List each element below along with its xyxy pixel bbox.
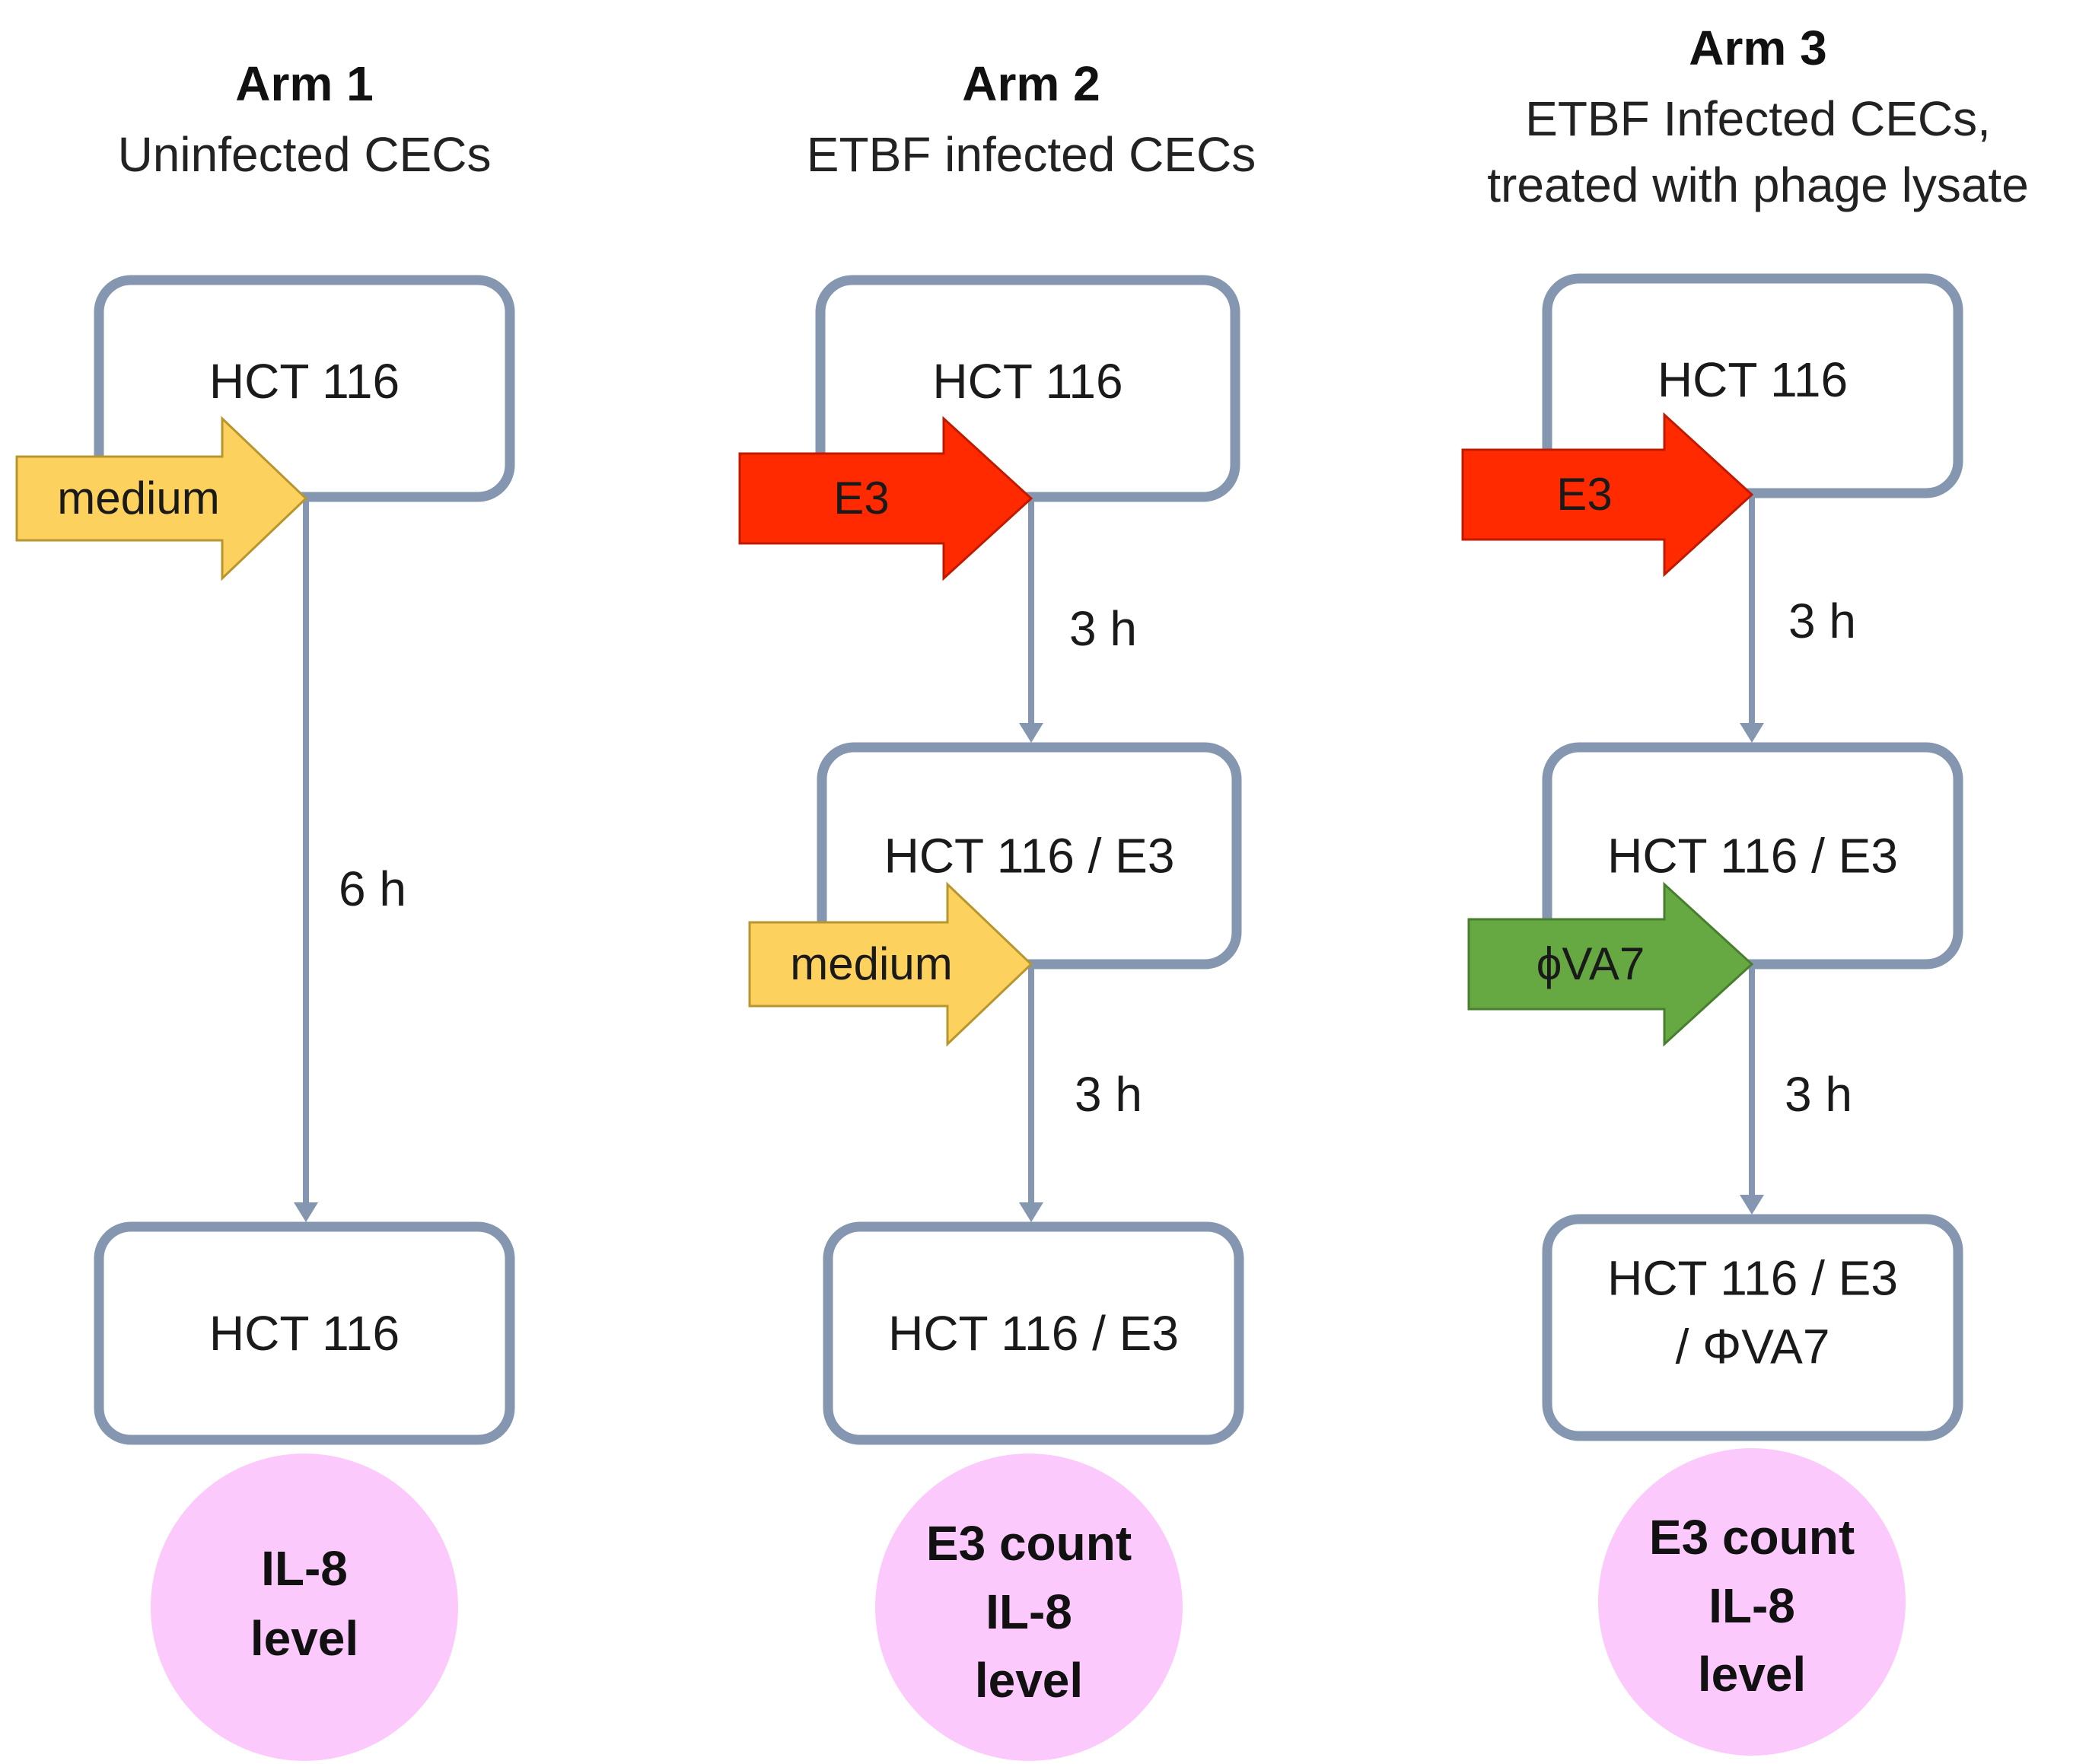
cell-state-box: HCT 116 — [94, 275, 515, 502]
duration-label: 3 h — [1069, 601, 1137, 656]
box-label: HCT 116 — [932, 354, 1123, 409]
arm-title: Arm 2 — [962, 56, 1100, 111]
box-label: HCT 116 — [1658, 352, 1848, 407]
cell-state-box: HCT 116 — [1542, 273, 1963, 498]
arm-title: Arm 1 — [235, 56, 373, 111]
duration-label: 3 h — [1785, 1067, 1852, 1122]
readout-label: IL-8 — [261, 1541, 348, 1596]
input-label: E3 — [1556, 469, 1612, 520]
readout-circle: IL-8 level — [151, 1454, 458, 1761]
readout-label: IL-8 — [1708, 1578, 1795, 1633]
flow-arrowhead — [1019, 723, 1043, 743]
duration-label: 3 h — [1788, 594, 1856, 648]
box-label: HCT 116 — [209, 354, 400, 409]
arm-title: Arm 3 — [1689, 21, 1826, 75]
flow-arrowhead — [1740, 1195, 1764, 1215]
readout-label: level — [250, 1611, 358, 1666]
duration-label: 3 h — [1075, 1067, 1142, 1122]
arm-subtitle: Uninfected CECs — [118, 127, 492, 182]
medium-input-arrow: medium — [748, 881, 1033, 1047]
duration-label: 6 h — [339, 861, 406, 916]
readout-label: IL-8 — [986, 1584, 1072, 1639]
arm-subtitle: treated with phage lysate — [1487, 158, 2029, 212]
arm-3: Arm 3 ETBF Infected CECs, treated with pha… — [1461, 21, 2029, 1756]
cell-state-box: HCT 116 — [815, 275, 1240, 502]
box-label: / ΦVA7 — [1676, 1320, 1830, 1374]
arm-subtitle: ETBF Infected CECs, — [1525, 91, 1991, 146]
input-label: medium — [57, 473, 219, 524]
flow-arrowhead — [294, 1202, 318, 1222]
e3-input-arrow: E3 — [1461, 412, 1754, 578]
flow-arrowhead — [1740, 723, 1764, 743]
arm-subtitle: ETBF infected CECs — [807, 127, 1256, 182]
input-label: medium — [790, 938, 952, 989]
phage-input-arrow: ϕVA7 — [1467, 881, 1754, 1047]
flow-arrowhead — [1019, 1202, 1043, 1222]
medium-input-arrow: medium — [15, 416, 308, 581]
cell-state-box: HCT 116 / E3 — [1542, 742, 1963, 970]
cell-state-box: HCT 116 / E3 — [823, 1221, 1244, 1445]
input-label: ϕVA7 — [1536, 938, 1645, 989]
readout-label: E3 count — [926, 1516, 1132, 1571]
readout-label: level — [1698, 1647, 1806, 1702]
e3-input-arrow: E3 — [738, 416, 1033, 581]
box-label: HCT 116 / E3 — [884, 829, 1175, 884]
readout-label: E3 count — [1649, 1510, 1855, 1565]
input-label: E3 — [833, 473, 889, 524]
readout-label: level — [975, 1653, 1083, 1708]
box-label: HCT 116 / E3 — [1607, 1251, 1898, 1306]
box-label: HCT 116 / E3 — [1607, 829, 1898, 884]
box-label: HCT 116 / E3 — [888, 1306, 1179, 1361]
cell-state-box: HCT 116 / E3 / ΦVA7 — [1542, 1214, 1963, 1441]
cell-state-box: HCT 116 — [94, 1221, 515, 1445]
box-label: HCT 116 — [209, 1306, 400, 1361]
